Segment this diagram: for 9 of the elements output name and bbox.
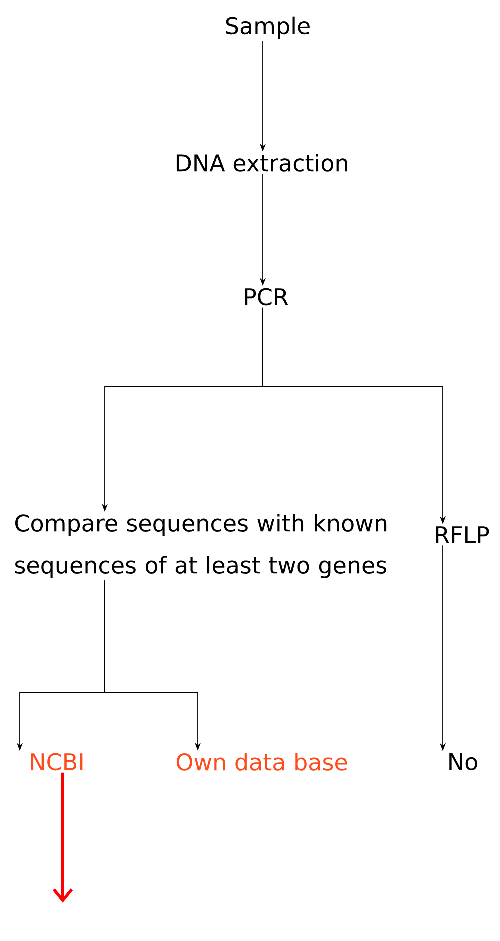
arrow	[52, 772, 74, 903]
step-label: Compare sequences with known sequences of at least two genes	[15, 514, 387, 578]
step-label: No	[450, 753, 478, 771]
step-label: NCBI	[31, 753, 83, 771]
step-label: Own data base	[176, 753, 348, 771]
step-label: Sample	[226, 16, 310, 40]
step-label: DNA extraction	[176, 154, 348, 172]
step-label: PCR	[245, 288, 288, 306]
step-label: RFLP	[436, 526, 490, 544]
